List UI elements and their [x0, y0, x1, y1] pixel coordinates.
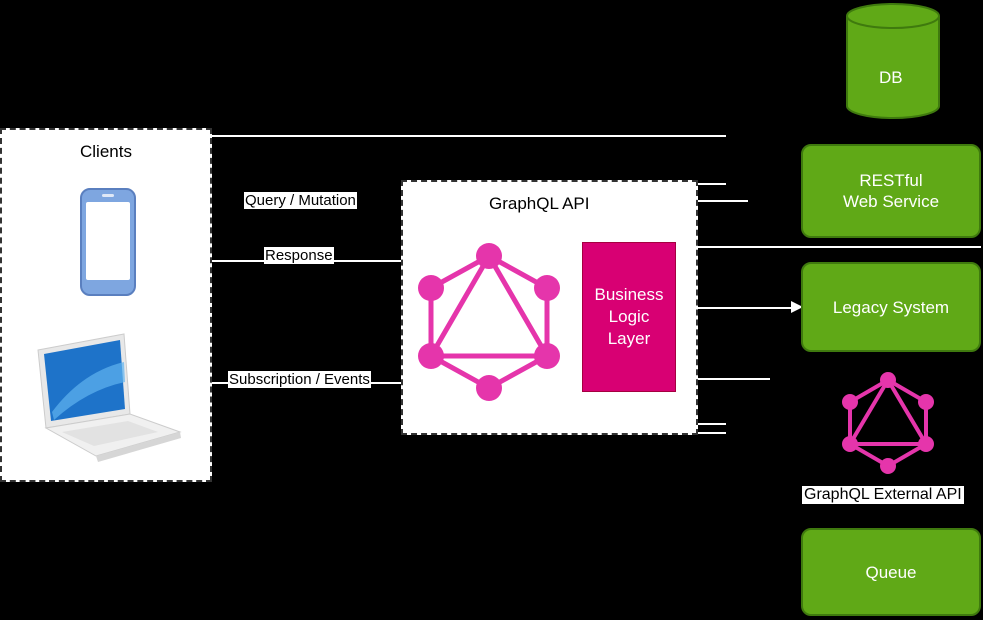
- api-to-queue-line-2: [698, 432, 726, 434]
- api-to-rest-line-2: [698, 200, 748, 202]
- graphql-external-api-label: GraphQL External API: [802, 486, 964, 504]
- business-logic-layer: Business Logic Layer: [582, 242, 676, 392]
- db-cylinder: [846, 3, 940, 119]
- graphql-api-title: GraphQL API: [489, 194, 590, 213]
- queue-box: Queue: [801, 528, 981, 616]
- laptop-icon: [37, 333, 182, 462]
- graphql-external-api-icon: [842, 372, 934, 474]
- api-to-external-line: [698, 378, 770, 380]
- restful-web-service-box: RESTful Web Service: [801, 144, 981, 238]
- clients-to-db-line: [212, 135, 726, 137]
- smartphone-icon: [80, 188, 136, 296]
- graphql-api-container: GraphQL API Business Logic Layer: [401, 180, 698, 435]
- db-label: DB: [879, 68, 903, 87]
- legacy-arrowhead: [791, 301, 803, 313]
- query-arrowhead: [390, 199, 400, 209]
- api-to-rest-line-1: [698, 183, 726, 185]
- api-to-legacy-line-1: [698, 246, 981, 248]
- api-to-queue-line-1: [698, 423, 726, 425]
- graphql-logo-icon: [418, 243, 560, 401]
- query-mutation-label: Query / Mutation: [244, 192, 357, 209]
- legacy-system-box: Legacy System: [801, 262, 981, 352]
- response-label: Response: [264, 247, 334, 264]
- api-to-legacy-line-2: [698, 307, 798, 309]
- subscription-events-label: Subscription / Events: [228, 371, 371, 388]
- clients-title: Clients: [80, 142, 132, 161]
- clients-container: Clients: [0, 128, 212, 482]
